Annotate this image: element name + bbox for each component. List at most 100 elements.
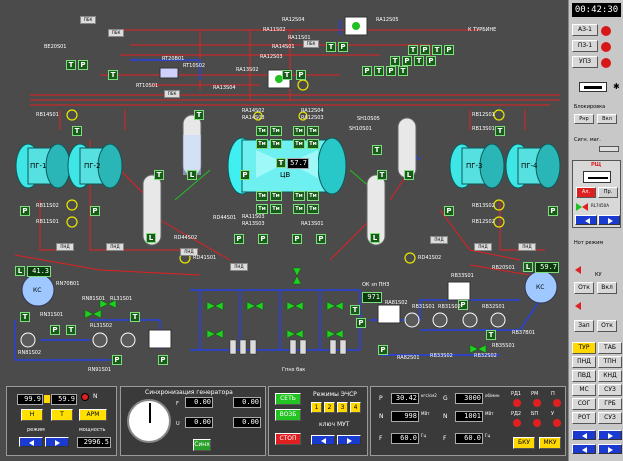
- t-sensor-ra1[interactable]: T: [326, 42, 336, 52]
- status-btn-arm[interactable]: АРМ: [79, 409, 107, 421]
- block-btn-rnr[interactable]: Рнр: [574, 114, 594, 124]
- tm-10[interactable]: Тм: [270, 191, 282, 201]
- steam-generator-4[interactable]: [505, 143, 561, 189]
- tag-box-4[interactable]: ПБК: [164, 90, 180, 98]
- t-acc1[interactable]: T: [194, 110, 204, 120]
- tm-1[interactable]: Тм: [256, 126, 268, 136]
- status-prev-button[interactable]: [19, 437, 43, 447]
- block-btn-vkl[interactable]: Вкл: [597, 114, 617, 124]
- p-rn5[interactable]: P: [158, 355, 168, 365]
- nav-btn-sog[interactable]: СОГ: [572, 398, 596, 410]
- nav-btn-suz2[interactable]: СУЗ: [598, 412, 622, 424]
- l-acc3[interactable]: L: [404, 170, 414, 180]
- t-sensor-r4[interactable]: T: [414, 56, 424, 66]
- status-next-button[interactable]: [45, 437, 69, 447]
- page-first-button[interactable]: [572, 444, 596, 454]
- tm-14[interactable]: Тм: [270, 204, 282, 214]
- t-rb12[interactable]: T: [495, 126, 505, 136]
- p-c4[interactable]: P: [316, 234, 326, 244]
- nav-btn-grb[interactable]: ГРБ: [598, 398, 622, 410]
- page-prev-button[interactable]: [572, 430, 596, 440]
- l-kc-left[interactable]: L: [15, 266, 25, 276]
- sync-button[interactable]: Синх: [193, 439, 211, 451]
- tm-3[interactable]: Тм: [293, 126, 305, 136]
- status-btn-h[interactable]: Н: [21, 409, 43, 421]
- tm-4[interactable]: Тм: [307, 126, 319, 136]
- tag-box-9[interactable]: ПНД: [518, 243, 536, 251]
- t-reactor[interactable]: T: [276, 158, 286, 168]
- tag-box-3[interactable]: ПБК: [303, 40, 319, 48]
- p-kc-left[interactable]: P: [50, 325, 60, 335]
- nav-btn-suz[interactable]: СУЗ: [598, 384, 622, 396]
- net-vozb-button[interactable]: ВОЗБ: [275, 409, 301, 421]
- tm-2[interactable]: Тм: [270, 126, 282, 136]
- heat-exchanger-left[interactable]: [148, 329, 172, 349]
- t-sensor-r2[interactable]: T: [432, 45, 442, 55]
- p-sensor-ra11[interactable]: P: [296, 70, 306, 80]
- tag-box-6[interactable]: ПНД: [106, 243, 124, 251]
- p-sensor-be[interactable]: P: [78, 60, 88, 70]
- alarm-prev-button[interactable]: [575, 215, 597, 225]
- t-sh[interactable]: T: [372, 145, 382, 155]
- nav-btn-pvd[interactable]: ПВД: [572, 370, 596, 382]
- t-acc2[interactable]: T: [154, 170, 164, 180]
- tm-5[interactable]: Тм: [256, 139, 268, 149]
- tm-6[interactable]: Тм: [270, 139, 282, 149]
- nav-btn-ms[interactable]: МС: [572, 384, 596, 396]
- tm-16[interactable]: Тм: [307, 204, 319, 214]
- nav-btn-rot[interactable]: РОТ: [572, 412, 596, 424]
- bku-button[interactable]: БКУ: [513, 437, 535, 449]
- tag-box-1[interactable]: ПБК: [80, 16, 96, 24]
- heat-exchanger-bottom[interactable]: [447, 281, 471, 301]
- mku-button[interactable]: МКУ: [539, 437, 561, 449]
- nav-btn-tab[interactable]: ТАБ: [598, 342, 622, 354]
- ku-off-button[interactable]: Отк: [574, 282, 594, 294]
- p-rb3[interactable]: P: [378, 345, 388, 355]
- mode-btn-pz1[interactable]: ПЗ-1: [572, 40, 598, 52]
- mode-btn-upz[interactable]: УПЗ: [572, 56, 598, 68]
- p-c1[interactable]: P: [234, 234, 244, 244]
- tag-box-7[interactable]: ПНД: [230, 263, 248, 271]
- t-sensor-r3[interactable]: T: [390, 56, 400, 66]
- status-btn-t[interactable]: Т: [51, 409, 73, 421]
- p-rn4[interactable]: P: [112, 355, 122, 365]
- nav-btn-pnd[interactable]: ПНД: [572, 356, 596, 368]
- p-sensor-r3[interactable]: P: [402, 56, 412, 66]
- t-kc-left[interactable]: T: [20, 312, 30, 322]
- p-sensor-r2[interactable]: P: [444, 45, 454, 55]
- net-stop-button[interactable]: СТОП: [275, 433, 301, 445]
- t-sensor-r1[interactable]: T: [408, 45, 418, 55]
- tm-9[interactable]: Тм: [256, 191, 268, 201]
- tm-11[interactable]: Тм: [293, 191, 305, 201]
- page-next-button[interactable]: [598, 430, 622, 440]
- net-mode-1[interactable]: 1: [311, 402, 322, 413]
- nav-btn-tpn[interactable]: ТПН: [598, 356, 622, 368]
- slider-track[interactable]: [579, 82, 607, 92]
- tm-15[interactable]: Тм: [293, 204, 305, 214]
- t-sensor-be[interactable]: T: [66, 60, 76, 70]
- p-rb12[interactable]: P: [548, 206, 558, 216]
- p-sensor-ra1[interactable]: P: [338, 42, 348, 52]
- p-rb33[interactable]: P: [458, 300, 468, 310]
- p-sensor-r6[interactable]: P: [386, 66, 396, 76]
- tag-box-5[interactable]: ПНД: [56, 243, 74, 251]
- net-mode-2[interactable]: 2: [324, 402, 335, 413]
- p-sensor-r5[interactable]: P: [362, 66, 372, 76]
- tag-box-11[interactable]: ПНД: [180, 248, 198, 256]
- tag-box-10[interactable]: ПНД: [430, 236, 448, 244]
- alarm-btn-al[interactable]: Ал.: [576, 187, 596, 198]
- p-sensor-r4[interactable]: P: [426, 56, 436, 66]
- ku-on-button[interactable]: Вкл: [597, 282, 617, 294]
- alarm-next-button[interactable]: [598, 215, 620, 225]
- tm-8[interactable]: Тм: [307, 139, 319, 149]
- tag-box-8[interactable]: ПНД: [474, 243, 492, 251]
- p-reactor[interactable]: P: [240, 170, 250, 180]
- t-rb14[interactable]: T: [72, 126, 82, 136]
- nav-btn-tur[interactable]: ТУР: [572, 342, 596, 354]
- tag-box-2[interactable]: ПБК: [108, 29, 124, 37]
- heat-exchanger-right[interactable]: [377, 304, 401, 324]
- zap-button[interactable]: Зап: [574, 320, 594, 332]
- p-rb11b[interactable]: P: [90, 206, 100, 216]
- net-next-button[interactable]: [337, 435, 361, 445]
- accumulator-2[interactable]: [142, 174, 162, 246]
